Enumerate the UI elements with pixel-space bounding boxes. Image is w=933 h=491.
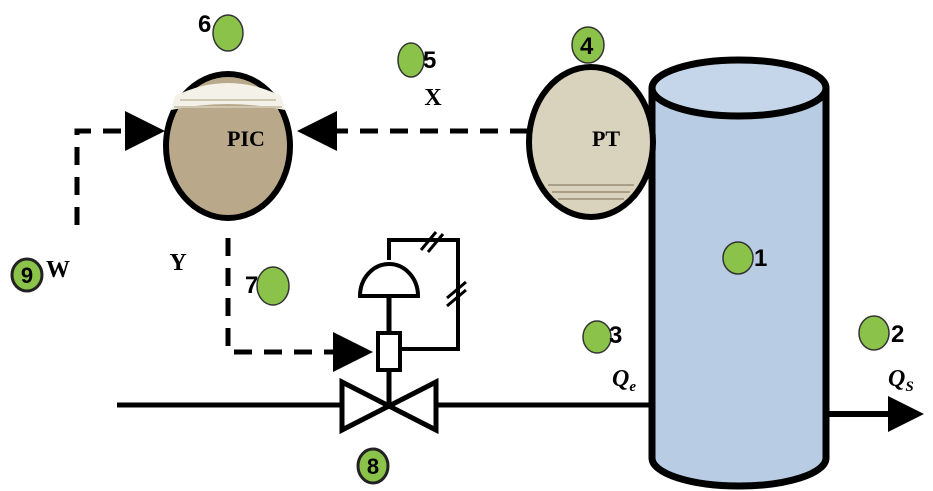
marker-1: 1: [722, 241, 767, 275]
svg-text:9: 9: [21, 263, 33, 288]
svg-text:4: 4: [580, 33, 594, 60]
signal-pic-to-valve: [225, 238, 373, 372]
signal-w-label: W: [46, 257, 70, 283]
marker-5: 5: [397, 42, 436, 78]
signal-lines: [74, 111, 528, 372]
signal-w-to-pic: [74, 111, 165, 225]
signal-x-label: X: [424, 85, 442, 111]
marker-4: 4: [571, 26, 605, 64]
svg-text:5: 5: [423, 47, 436, 74]
inlet-flow-label: Qe: [612, 366, 636, 395]
pt-label: PT: [592, 126, 620, 151]
marker-7: 7: [245, 266, 290, 306]
control-valve: [339, 231, 467, 435]
svg-text:6: 6: [198, 11, 211, 38]
marker-3: 3: [582, 320, 622, 354]
marker-9: 9: [10, 257, 44, 293]
outlet-flow-label: QS: [888, 366, 914, 395]
pt-instrument: PT: [526, 64, 656, 220]
svg-text:2: 2: [891, 321, 904, 348]
marker-2: 2: [858, 315, 904, 351]
svg-text:8: 8: [367, 454, 379, 479]
svg-text:7: 7: [245, 272, 258, 299]
tank: [648, 56, 830, 490]
marker-8: 8: [356, 447, 390, 485]
pic-instrument: PIC: [163, 71, 293, 221]
signal-y-label: Y: [169, 250, 186, 276]
pic-label: PIC: [227, 126, 265, 151]
marker-6: 6: [198, 11, 244, 52]
svg-text:3: 3: [609, 322, 622, 349]
svg-text:1: 1: [754, 245, 767, 272]
